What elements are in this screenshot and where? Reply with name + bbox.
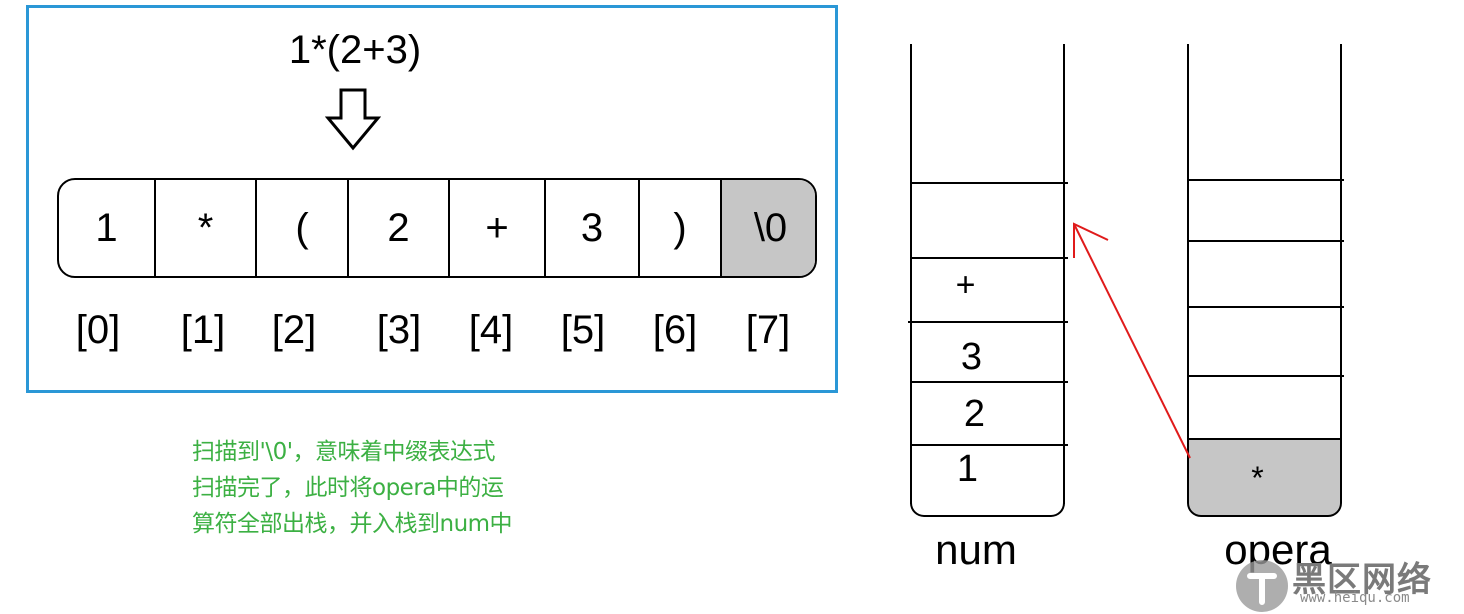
num-stack-left-wall: [910, 44, 912, 504]
array-cell-2: (: [257, 180, 349, 276]
num-stack-right-wall: [1063, 44, 1065, 504]
array-index-2: [2]: [271, 308, 317, 352]
explanation-text: 扫描到'\0'，意味着中缀表达式 扫描完了，此时将opera中的运 算符全部出栈…: [192, 434, 513, 542]
num-slot-divider: [908, 321, 1068, 323]
num-stack-label: num: [935, 526, 1017, 573]
array-index-4: [4]: [468, 308, 514, 352]
array-index-6: [6]: [652, 308, 698, 352]
opera-stack-left-wall: [1187, 44, 1189, 442]
num-item-4: +: [955, 266, 976, 304]
opera-slot-divider: [1187, 240, 1344, 242]
num-stack-base: [910, 470, 1065, 517]
num-item-2: 2: [963, 393, 986, 435]
explanation-line-3: 算符全部出栈，并入栈到num中: [192, 511, 513, 537]
watermark-text: 黑区网络: [1292, 560, 1432, 600]
array-index-7: [7]: [745, 308, 791, 352]
num-item-3: 3: [960, 336, 983, 378]
array-cell-5: 3: [546, 180, 640, 276]
char-array: 1 * ( 2 + 3 ) \0: [57, 178, 817, 278]
array-cell-3: 2: [349, 180, 450, 276]
opera-item-1: *: [1251, 460, 1264, 496]
num-slot-divider: [910, 182, 1068, 184]
num-slot-divider: [910, 444, 1068, 446]
down-arrow-icon: [325, 88, 381, 151]
explanation-line-1: 扫描到'\0'，意味着中缀表达式: [192, 439, 496, 465]
explanation-line-2: 扫描完了，此时将opera中的运: [192, 475, 504, 501]
array-index-1: [1]: [180, 308, 226, 352]
opera-stack-label: opera: [1224, 526, 1332, 573]
array-cell-1: *: [156, 180, 257, 276]
opera-slot-divider: [1187, 375, 1344, 377]
array-cell-0: 1: [59, 180, 156, 276]
opera-slot-divider: [1187, 179, 1344, 181]
array-cell-4: +: [450, 180, 546, 276]
array-cell-7: \0: [722, 180, 815, 276]
opera-stack-base: [1187, 438, 1342, 517]
num-slot-divider: [910, 381, 1068, 383]
num-slot-divider: [910, 257, 1068, 259]
opera-slot-divider: [1187, 306, 1344, 308]
watermark-logo-icon: [1236, 560, 1288, 612]
num-item-1: 1: [956, 448, 979, 490]
watermark-url: www.heiqu.com: [1300, 590, 1410, 606]
array-index-3: [3]: [376, 308, 422, 352]
transfer-arrow: [1073, 222, 1191, 459]
array-index-0: [0]: [75, 308, 121, 352]
array-index-5: [5]: [560, 308, 606, 352]
array-cell-6: ): [640, 180, 722, 276]
infix-expression: 1*(2+3): [288, 28, 422, 72]
opera-stack-right-wall: [1340, 44, 1342, 442]
array-panel: [26, 5, 838, 393]
